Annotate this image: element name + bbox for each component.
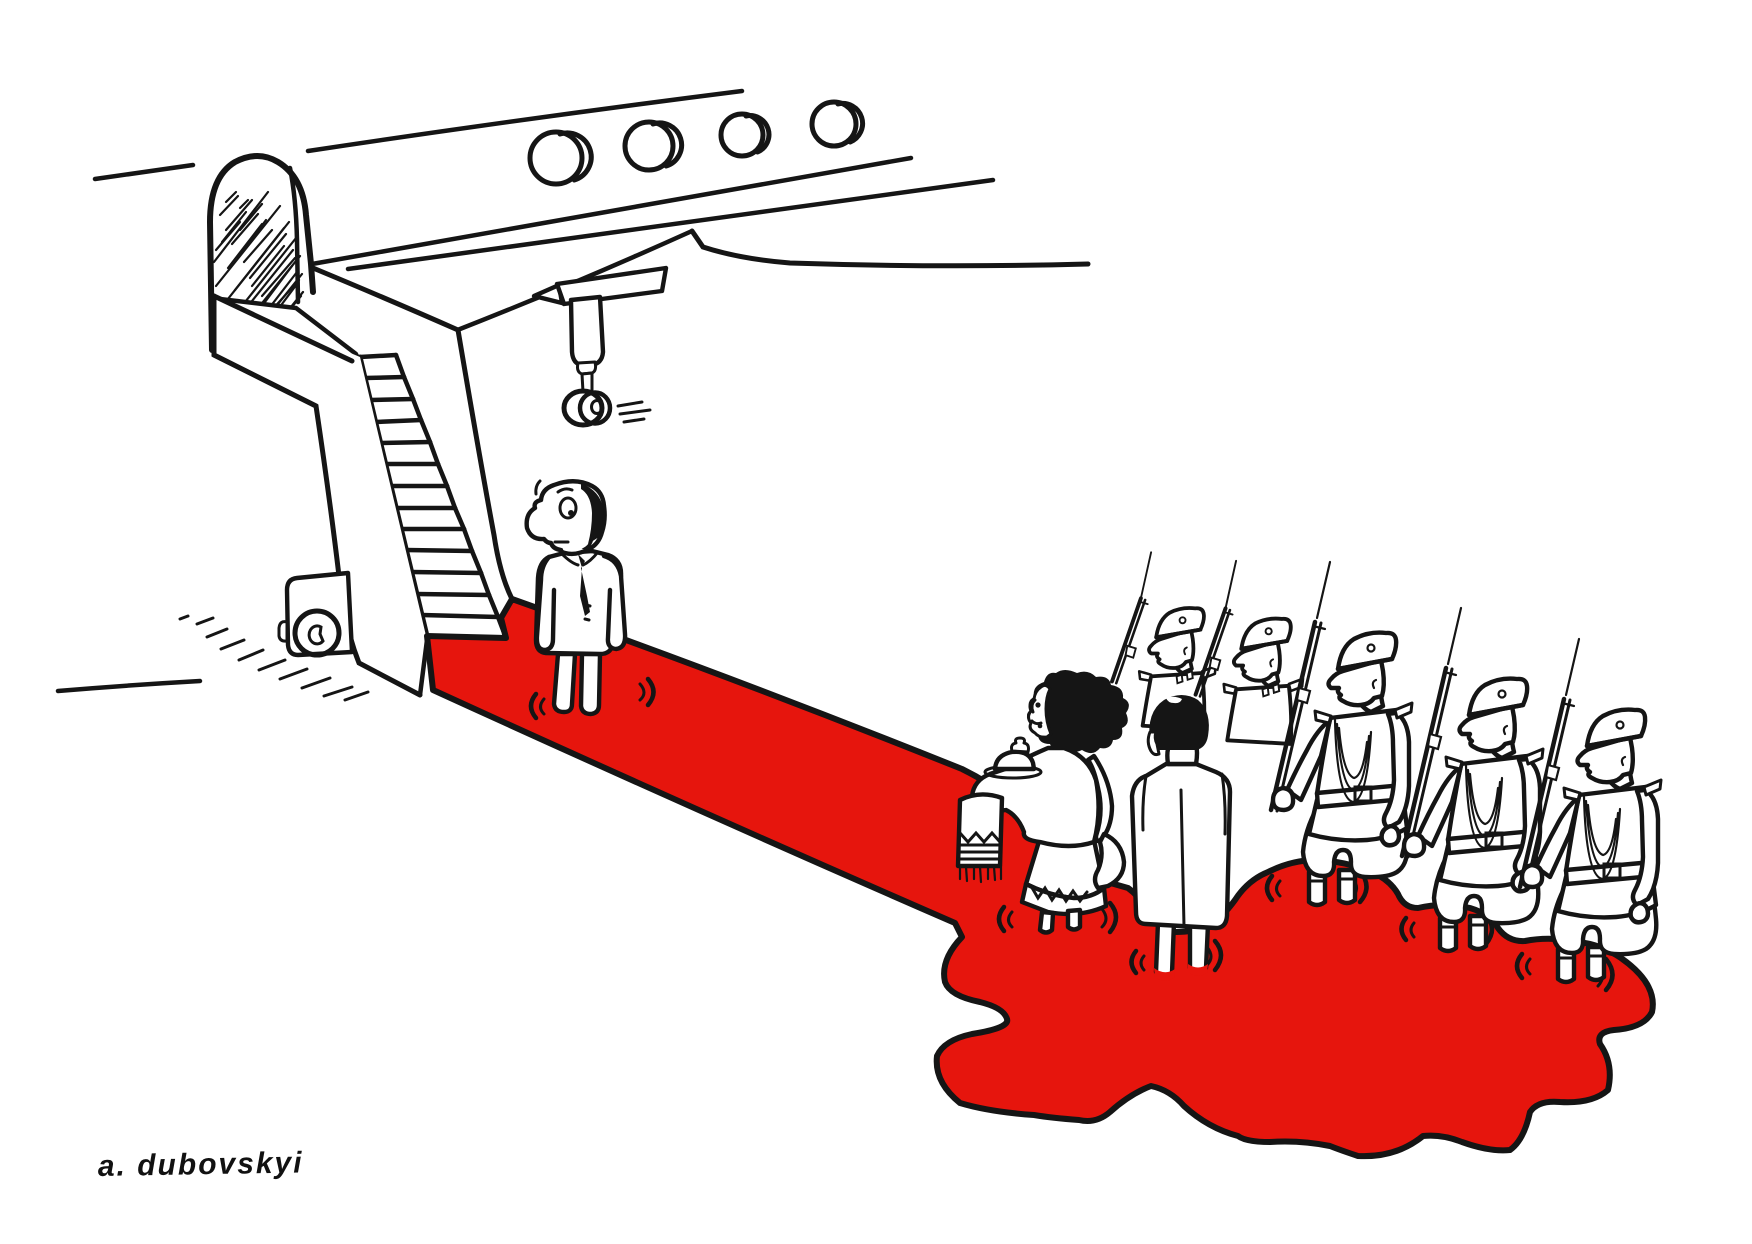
svg-text:a. dubovskyi: a. dubovskyi (98, 1146, 304, 1183)
